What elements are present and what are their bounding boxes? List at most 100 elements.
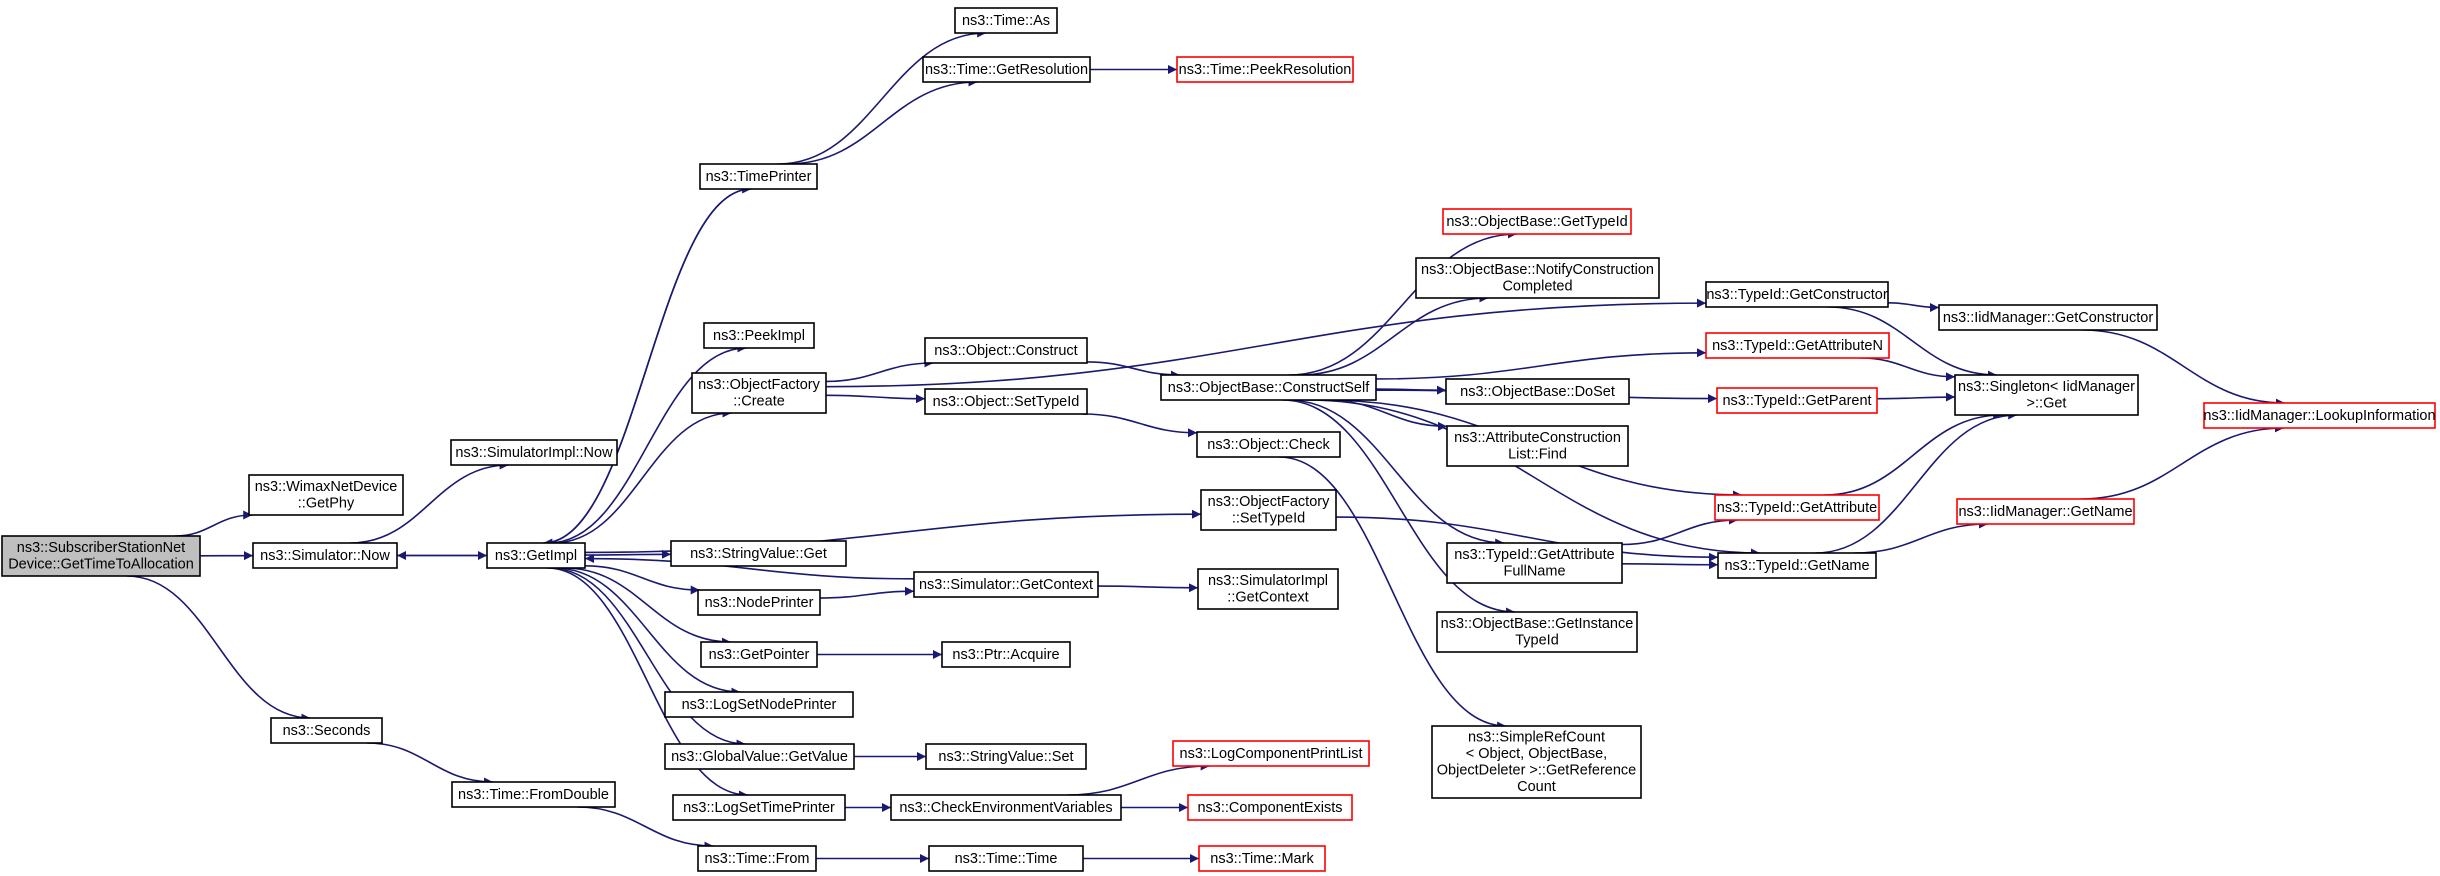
node-ofcreate[interactable]: ns3::ObjectFactory::Create (691, 372, 827, 414)
node-obnotify[interactable]: ns3::ObjectBase::NotifyConstructionCompl… (1415, 257, 1660, 299)
node-seconds[interactable]: ns3::Seconds (270, 717, 383, 744)
node-box-svget[interactable] (670, 540, 847, 567)
node-box-logcompprint[interactable] (1172, 740, 1370, 767)
node-tidgetconstructor[interactable]: ns3::TypeId::GetConstructor (1705, 281, 1889, 308)
node-box-obnotify[interactable] (1415, 257, 1660, 299)
node-box-getpointer[interactable] (700, 641, 818, 668)
node-objconstruct[interactable]: ns3::Object::Construct (924, 337, 1088, 364)
node-simnow[interactable]: ns3::Simulator::Now (252, 542, 398, 569)
node-box-tidgetattrn[interactable] (1705, 332, 1890, 359)
node-box-peekres[interactable] (1176, 56, 1354, 83)
node-box-fromdouble[interactable] (451, 781, 616, 808)
node-box-attrconstr[interactable] (1446, 425, 1629, 467)
node-box-root[interactable] (1, 535, 201, 577)
node-box-objcheck[interactable] (1196, 431, 1341, 458)
node-box-iidgetname[interactable] (1956, 498, 2135, 525)
node-box-objconstruct[interactable] (924, 337, 1088, 364)
node-compexists[interactable]: ns3::ComponentExists (1187, 794, 1353, 821)
node-peekres[interactable]: ns3::Time::PeekResolution (1176, 56, 1354, 83)
node-box-nodeprinter[interactable] (697, 589, 821, 616)
node-box-timetime[interactable] (928, 845, 1084, 872)
node-box-timeas[interactable] (954, 7, 1058, 34)
node-box-singletonget[interactable] (1954, 374, 2139, 416)
node-box-checkenv[interactable] (890, 794, 1122, 821)
node-svset[interactable]: ns3::StringValue::Set (925, 743, 1087, 770)
node-timefrom[interactable]: ns3::Time::From (697, 845, 817, 872)
node-wimax[interactable]: ns3::WimaxNetDevice::GetPhy (248, 474, 404, 516)
node-simgetcontext[interactable]: ns3::Simulator::GetContext (913, 571, 1099, 598)
node-box-objsettypeid[interactable] (924, 388, 1088, 415)
node-objsettypeid[interactable]: ns3::Object::SetTypeId (924, 388, 1088, 415)
node-logsetnode[interactable]: ns3::LogSetNodePrinter (664, 691, 854, 718)
node-singletonget[interactable]: ns3::Singleton< IidManager >::Get (1954, 374, 2139, 416)
node-box-tidgetparent[interactable] (1716, 387, 1878, 414)
node-timemark[interactable]: ns3::Time::Mark (1198, 845, 1326, 872)
node-box-tidgetconstructor[interactable] (1705, 281, 1889, 308)
node-box-simnow[interactable] (252, 542, 398, 569)
node-peekimpl[interactable]: ns3::PeekImpl (703, 322, 815, 349)
node-logsettime[interactable]: ns3::LogSetTimePrinter (672, 794, 846, 821)
node-simimplgetcontext[interactable]: ns3::SimulatorImpl::GetContext (1197, 568, 1339, 610)
node-box-timemark[interactable] (1198, 845, 1326, 872)
node-box-iidlookup[interactable] (2203, 402, 2436, 429)
node-box-svset[interactable] (925, 743, 1087, 770)
node-ofsettypeid[interactable]: ns3::ObjectFactory::SetTypeId (1200, 489, 1337, 531)
node-box-seconds[interactable] (270, 717, 383, 744)
node-box-timefrom[interactable] (697, 845, 817, 872)
node-box-obgetinst[interactable] (1436, 611, 1638, 653)
node-getres[interactable]: ns3::Time::GetResolution (922, 56, 1091, 83)
node-getpointer[interactable]: ns3::GetPointer (700, 641, 818, 668)
node-box-getres[interactable] (922, 56, 1091, 83)
node-box-tidgetattrfull[interactable] (1446, 542, 1623, 584)
node-box-compexists[interactable] (1187, 794, 1353, 821)
node-obconstructself[interactable]: ns3::ObjectBase::ConstructSelf (1160, 374, 1377, 401)
node-obgettypeid[interactable]: ns3::ObjectBase::GetTypeId (1442, 208, 1632, 235)
node-box-wimax[interactable] (248, 474, 404, 516)
node-tidgetparent[interactable]: ns3::TypeId::GetParent (1716, 387, 1878, 414)
node-ptracquire[interactable]: ns3::Ptr::Acquire (941, 641, 1071, 668)
node-fromdouble[interactable]: ns3::Time::FromDouble (451, 781, 616, 808)
node-box-tidgetattr[interactable] (1714, 494, 1880, 521)
node-box-simimplgetcontext[interactable] (1197, 568, 1339, 610)
node-box-timeprinter[interactable] (699, 163, 818, 190)
node-simplerefcount[interactable]: ns3::SimpleRefCount< Object, ObjectBase,… (1431, 725, 1642, 799)
node-box-iidgetconstructor[interactable] (1938, 304, 2158, 331)
node-tidgetattr[interactable]: ns3::TypeId::GetAttribute (1714, 494, 1880, 521)
node-box-simplerefcount[interactable] (1431, 725, 1642, 799)
node-gvgetvalue[interactable]: ns3::GlobalValue::GetValue (664, 743, 855, 770)
node-box-ofsettypeid[interactable] (1200, 489, 1337, 531)
node-root[interactable]: ns3::SubscriberStationNetDevice::GetTime… (1, 535, 201, 577)
node-iidgetconstructor[interactable]: ns3::IidManager::GetConstructor (1938, 304, 2158, 331)
node-box-tidgetname[interactable] (1717, 552, 1877, 579)
node-box-obgettypeid[interactable] (1442, 208, 1632, 235)
node-timetime[interactable]: ns3::Time::Time (928, 845, 1084, 872)
node-tidgetname[interactable]: ns3::TypeId::GetName (1717, 552, 1877, 579)
node-nodeprinter[interactable]: ns3::NodePrinter (697, 589, 821, 616)
node-getimpl[interactable]: ns3::GetImpl (486, 542, 586, 569)
node-checkenv[interactable]: ns3::CheckEnvironmentVariables (890, 794, 1122, 821)
node-iidlookup[interactable]: ns3::IidManager::LookupInformation (2203, 402, 2436, 429)
node-box-obdoset[interactable] (1445, 378, 1630, 405)
node-box-simimplnow[interactable] (450, 439, 618, 466)
node-box-obconstructself[interactable] (1160, 374, 1377, 401)
node-obdoset[interactable]: ns3::ObjectBase::DoSet (1445, 378, 1630, 405)
node-box-simgetcontext[interactable] (913, 571, 1099, 598)
node-box-gvgetvalue[interactable] (664, 743, 855, 770)
node-logcompprint[interactable]: ns3::LogComponentPrintList (1172, 740, 1370, 767)
node-box-logsetnode[interactable] (664, 691, 854, 718)
node-iidgetname[interactable]: ns3::IidManager::GetName (1956, 498, 2135, 525)
node-box-ofcreate[interactable] (691, 372, 827, 414)
node-objcheck[interactable]: ns3::Object::Check (1196, 431, 1341, 458)
node-timeas[interactable]: ns3::Time::As (954, 7, 1058, 34)
node-timeprinter[interactable]: ns3::TimePrinter (699, 163, 818, 190)
node-svget[interactable]: ns3::StringValue::Get (670, 540, 847, 567)
node-simimplnow[interactable]: ns3::SimulatorImpl::Now (450, 439, 618, 466)
node-box-getimpl[interactable] (486, 542, 586, 569)
node-box-peekimpl[interactable] (703, 322, 815, 349)
node-box-ptracquire[interactable] (941, 641, 1071, 668)
node-tidgetattrn[interactable]: ns3::TypeId::GetAttributeN (1705, 332, 1890, 359)
node-box-logsettime[interactable] (672, 794, 846, 821)
